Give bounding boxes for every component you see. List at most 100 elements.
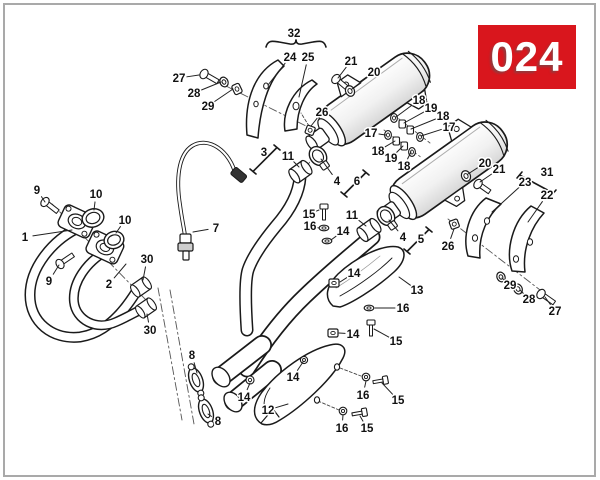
leader-line-21 bbox=[479, 173, 493, 183]
leader-line-26 bbox=[310, 117, 318, 127]
leader-line-10 bbox=[93, 201, 96, 211]
callout-1: 1 bbox=[22, 232, 29, 244]
leader-line-28 bbox=[200, 81, 222, 91]
group-bracket-3 bbox=[249, 144, 281, 175]
callout-9: 9 bbox=[46, 276, 52, 288]
gasket-ring-10b bbox=[103, 230, 125, 250]
callout-7: 7 bbox=[213, 223, 219, 235]
leader-line-1 bbox=[32, 229, 73, 237]
callout-14: 14 bbox=[347, 329, 360, 341]
callout-16: 16 bbox=[304, 221, 317, 233]
leader-line-17 bbox=[378, 133, 387, 136]
leader-line-15 bbox=[315, 209, 320, 212]
callout-20: 20 bbox=[368, 67, 381, 79]
leader-line-11 bbox=[357, 219, 367, 227]
fastener-row-b bbox=[390, 113, 424, 142]
bolt-21b bbox=[473, 178, 492, 195]
leader-line-18 bbox=[410, 118, 437, 130]
leader-line-9 bbox=[40, 196, 46, 203]
washer-16b bbox=[363, 304, 375, 312]
leader-line-14 bbox=[246, 382, 251, 391]
callout-15: 15 bbox=[390, 336, 403, 348]
callout-18: 18 bbox=[372, 146, 385, 158]
leader-line-20 bbox=[351, 76, 369, 90]
washer-28a bbox=[219, 76, 229, 88]
collector-flange-8a bbox=[187, 363, 205, 397]
callout-13: 13 bbox=[411, 285, 424, 297]
nut-26a bbox=[304, 124, 316, 136]
callout-5: 5 bbox=[418, 234, 425, 246]
callout-15: 15 bbox=[303, 209, 316, 221]
callout-22: 22 bbox=[541, 190, 554, 202]
heat-shield-13 bbox=[326, 245, 405, 308]
gasket-ring-10a bbox=[81, 208, 105, 228]
page-number-badge: 024 bbox=[478, 25, 576, 89]
bolt-27b bbox=[536, 288, 557, 306]
callout-16: 16 bbox=[357, 390, 370, 402]
washer-16c bbox=[361, 372, 371, 382]
heat-shield-plate-22 bbox=[508, 205, 545, 273]
callout-10: 10 bbox=[90, 189, 103, 201]
leader-line-30 bbox=[146, 313, 150, 323]
flange-bolt-9b bbox=[55, 252, 75, 270]
leader-line-18 bbox=[384, 140, 396, 148]
callout-24: 24 bbox=[284, 52, 297, 64]
nut-29a bbox=[231, 82, 243, 96]
leader-line-12 bbox=[275, 403, 289, 409]
heat-shield-plate-25 bbox=[283, 79, 318, 132]
nut-14b bbox=[328, 278, 340, 288]
callout-27: 27 bbox=[549, 306, 562, 318]
group-bracket-5 bbox=[403, 226, 433, 255]
group-bracket-6 bbox=[340, 169, 370, 198]
callout-26: 26 bbox=[316, 107, 329, 119]
leader-line-14 bbox=[339, 276, 348, 283]
callout-19: 19 bbox=[425, 103, 438, 115]
leader-line-29 bbox=[214, 88, 234, 103]
callout-29: 29 bbox=[202, 101, 215, 113]
washer-28b bbox=[513, 283, 523, 295]
heat-shield-12 bbox=[253, 343, 346, 426]
callout-17: 17 bbox=[443, 122, 456, 134]
callout-19: 19 bbox=[385, 153, 398, 165]
leader-line-27 bbox=[186, 74, 200, 78]
callout-15: 15 bbox=[361, 423, 374, 435]
callout-26: 26 bbox=[442, 241, 455, 253]
leader-line-8 bbox=[193, 362, 198, 374]
callout-4: 4 bbox=[334, 176, 341, 188]
callout-31: 31 bbox=[541, 167, 554, 179]
washer-14a bbox=[321, 237, 333, 245]
leader-line-27 bbox=[544, 296, 551, 305]
leader-line-9 bbox=[52, 264, 60, 275]
callout-12: 12 bbox=[262, 405, 275, 417]
muffler-upper bbox=[305, 50, 431, 152]
pipe-clamp-30a bbox=[130, 276, 152, 298]
bolt-15c bbox=[372, 375, 389, 385]
callout-29: 29 bbox=[504, 280, 517, 292]
callout-18: 18 bbox=[413, 95, 426, 107]
callout-20: 20 bbox=[479, 158, 492, 170]
leader-line-15 bbox=[373, 328, 390, 338]
oxygen-sensor bbox=[176, 140, 248, 261]
callout-3: 3 bbox=[261, 147, 267, 159]
callout-18: 18 bbox=[398, 161, 411, 173]
leader-line-17 bbox=[420, 128, 442, 137]
leader-line-7 bbox=[192, 228, 209, 233]
page-border bbox=[3, 3, 596, 477]
leader-line-10 bbox=[115, 226, 121, 234]
leader-line-19 bbox=[396, 145, 404, 153]
leader-line-11 bbox=[293, 161, 300, 168]
heat-shield-plate-24 bbox=[245, 59, 285, 139]
bolt-15a bbox=[319, 203, 329, 221]
collector-body bbox=[211, 335, 282, 413]
bolt-15b bbox=[366, 319, 376, 337]
heat-shield-plate-23 bbox=[465, 197, 502, 259]
callout-11: 11 bbox=[282, 151, 295, 163]
fastener-row-a bbox=[384, 130, 416, 157]
callout-21: 21 bbox=[345, 56, 358, 68]
leader-line-20 bbox=[467, 166, 479, 175]
callout-14: 14 bbox=[337, 226, 350, 238]
leader-dotted-lines bbox=[300, 112, 362, 411]
callout-32: 32 bbox=[288, 28, 301, 40]
leader-line-2 bbox=[113, 263, 127, 279]
